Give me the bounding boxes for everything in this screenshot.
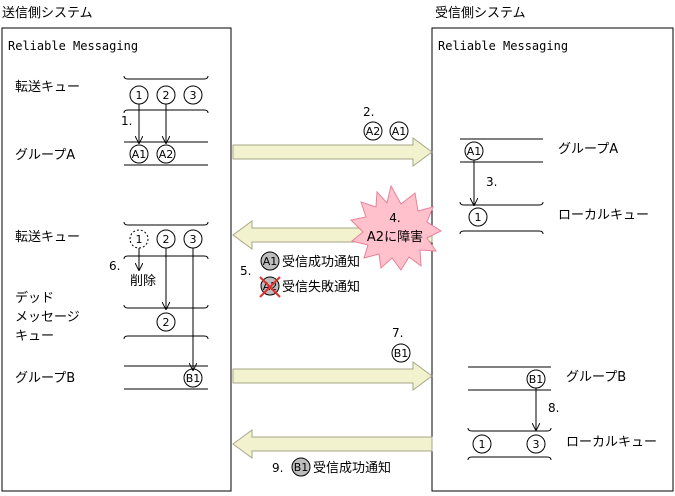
sender-group-b: B1 xyxy=(124,365,208,390)
message-circle xyxy=(468,207,488,227)
receiver-system-title: 受信側システム xyxy=(435,6,526,21)
svg-text:B1: B1 xyxy=(186,372,201,385)
step7-send-arrow xyxy=(232,361,433,391)
svg-text:B1: B1 xyxy=(529,373,544,386)
message-circle xyxy=(183,85,203,105)
message-circle xyxy=(526,434,546,454)
svg-text:B1: B1 xyxy=(394,347,409,360)
deleted-message-circle xyxy=(129,229,149,249)
svg-text:A1: A1 xyxy=(467,145,482,158)
message-circle xyxy=(183,368,203,388)
sender-system-box xyxy=(1,27,232,492)
svg-text:A1: A1 xyxy=(263,255,278,268)
step2-label: 2. xyxy=(363,105,374,119)
step9-notify-arrow xyxy=(232,429,433,459)
svg-text:3: 3 xyxy=(190,233,197,246)
message-circle xyxy=(363,121,383,141)
dead-letter-queue-label-1: デッド xyxy=(15,290,54,306)
failure-burst-icon xyxy=(349,184,443,271)
svg-text:1: 1 xyxy=(479,438,486,451)
sender-group-b-label: グループB xyxy=(15,371,75,386)
step6-label: 6. xyxy=(109,259,120,273)
receiver-local-queue-2: 1 3 xyxy=(467,427,552,461)
message-circle xyxy=(156,312,176,332)
sender-transfer-queue-2-label: 転送キュー xyxy=(15,230,80,245)
sender-reliable-messaging-label: Reliable Messaging xyxy=(8,39,138,53)
svg-text:3: 3 xyxy=(533,438,540,451)
dead-letter-queue: 2 xyxy=(123,304,209,340)
svg-text:A2: A2 xyxy=(159,148,174,161)
message-circle xyxy=(472,434,492,454)
receive-failure-notice: 受信失敗通知 xyxy=(282,279,360,295)
cross-icon xyxy=(259,276,281,298)
sender-system-title: 送信側システム xyxy=(2,6,93,21)
receiver-reliable-messaging-label: Reliable Messaging xyxy=(438,39,568,53)
receiver-group-a-label: グループA xyxy=(558,142,618,157)
sender-group-a-label: グループA xyxy=(15,148,75,163)
receiver-group-a: A1 xyxy=(460,138,543,163)
message-circle xyxy=(389,121,409,141)
message-circle xyxy=(129,144,149,164)
step5-label: 5. xyxy=(240,264,251,278)
step3-label: 3. xyxy=(486,175,497,189)
dead-letter-queue-label-3: キュー xyxy=(15,329,54,344)
receiver-group-b: B1 xyxy=(468,366,551,391)
failure-text: A2に障害 xyxy=(367,229,423,245)
sender-transfer-queue-1-label: 転送キュー xyxy=(15,80,80,95)
svg-text:1: 1 xyxy=(136,89,143,102)
step9-label: 9. xyxy=(272,461,283,475)
svg-text:A2: A2 xyxy=(366,125,381,138)
step9-success-notice: 受信成功通知 xyxy=(313,460,391,476)
sender-group-a: A1 A2 xyxy=(124,141,208,166)
receive-success-notice: 受信成功通知 xyxy=(282,254,360,270)
receiver-local-queue-1: 1 xyxy=(459,201,544,235)
receiver-local-queue-2-label: ローカルキュー xyxy=(566,435,657,450)
svg-text:A1: A1 xyxy=(132,148,147,161)
message-circle xyxy=(156,144,176,164)
step4-label: 4. xyxy=(389,211,400,225)
notified-message-circle xyxy=(291,457,311,477)
svg-text:1: 1 xyxy=(136,233,143,246)
svg-text:3: 3 xyxy=(190,89,197,102)
delete-label: 削除 xyxy=(130,274,156,289)
svg-text:B1: B1 xyxy=(294,461,309,474)
svg-text:2: 2 xyxy=(163,89,170,102)
receiver-group-b-label: グループB xyxy=(566,370,626,385)
notified-message-circle xyxy=(260,251,280,271)
step8-label: 8. xyxy=(548,401,559,415)
receiver-local-queue-1-label: ローカルキュー xyxy=(558,208,649,223)
svg-text:2: 2 xyxy=(163,316,170,329)
step2-send-arrow xyxy=(232,137,433,167)
svg-text:2: 2 xyxy=(163,233,170,246)
svg-text:1: 1 xyxy=(475,211,482,224)
receiver-system-box xyxy=(431,27,674,492)
dead-letter-queue-label-2: メッセージ xyxy=(15,310,80,325)
message-circle xyxy=(391,343,411,363)
svg-text:A1: A1 xyxy=(392,125,407,138)
step7-label: 7. xyxy=(392,326,403,340)
step1-label: 1. xyxy=(121,114,132,128)
